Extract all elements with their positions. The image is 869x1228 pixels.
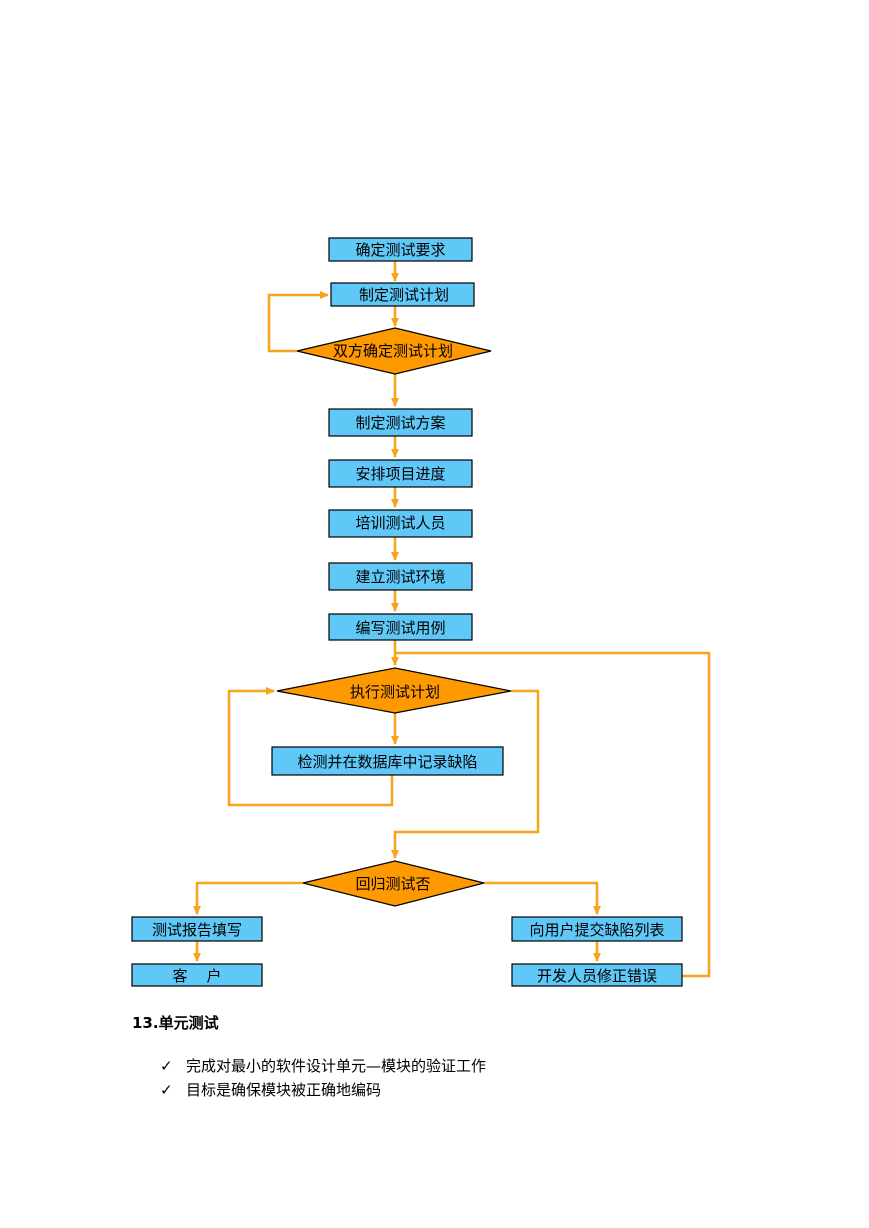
node-label: 制定测试计划 (359, 286, 449, 304)
bullet-list: ✓ 完成对最小的软件设计单元—模块的验证工作 ✓ 目标是确保模块被正确地编码 (160, 1054, 486, 1102)
node-make-test-scheme: 制定测试方案 (328, 408, 473, 437)
node-label: 建立测试环境 (355, 568, 445, 586)
arrow-detect-loop-back (227, 687, 394, 807)
node-train-testers: 培训测试人员 (328, 509, 473, 538)
checkmark-icon: ✓ (160, 1081, 173, 1099)
node-write-test-cases: 编写测试用例 (328, 613, 473, 641)
node-label: 双方确定测试计划 (333, 342, 453, 360)
arrow-fix-loop-back (395, 651, 711, 978)
node-detect-and-record: 检测并在数据库中记录缺陷 (271, 746, 504, 776)
section-heading: 13.单元测试 (132, 1014, 219, 1032)
arrow-agree-loop-back (267, 291, 329, 353)
node-label: 执行测试计划 (350, 683, 440, 701)
node-regression-test: 回归测试否 (302, 860, 485, 907)
checkmark-icon: ✓ (160, 1057, 173, 1075)
node-make-test-plan: 制定测试计划 (330, 282, 475, 307)
node-fill-test-report: 测试报告填写 (131, 916, 263, 942)
node-agree-test-plan: 双方确定测试计划 (296, 327, 492, 375)
node-label: 向用户提交缺陷列表 (529, 921, 664, 939)
node-label: 安排项目进度 (355, 465, 445, 483)
node-label: 回归测试否 (355, 875, 430, 893)
list-item: ✓ 完成对最小的软件设计单元—模块的验证工作 (160, 1054, 486, 1078)
node-label: 测试报告填写 (152, 921, 242, 939)
node-schedule-project: 安排项目进度 (328, 459, 473, 488)
node-label: 客 户 (172, 967, 221, 985)
node-label: 培训测试人员 (355, 514, 445, 532)
test-process-flowchart: 确定测试要求 制定测试计划 双方确定测试计划 制定测试方案 安排项目进度 培训测… (131, 237, 711, 987)
node-developers-fix-errors: 开发人员修正错误 (511, 963, 683, 987)
node-label: 确定测试要求 (355, 241, 445, 259)
node-customer: 客 户 (131, 963, 263, 987)
arrow-regression-to-submit (484, 881, 601, 915)
node-submit-defect-list: 向用户提交缺陷列表 (511, 916, 683, 942)
node-label: 制定测试方案 (355, 414, 445, 432)
node-label: 开发人员修正错误 (537, 967, 657, 985)
node-label: 检测并在数据库中记录缺陷 (297, 753, 477, 771)
list-item-text: 目标是确保模块被正确地编码 (186, 1081, 382, 1099)
list-item-text: 完成对最小的软件设计单元—模块的验证工作 (186, 1057, 487, 1075)
arrow-execute-to-regression (391, 689, 540, 859)
arrow-regression-to-report (193, 881, 303, 915)
node-label: 编写测试用例 (355, 619, 445, 637)
node-build-environment: 建立测试环境 (328, 562, 473, 591)
flow-connectors (193, 261, 711, 978)
node-confirm-requirements: 确定测试要求 (328, 237, 473, 262)
list-item: ✓ 目标是确保模块被正确地编码 (160, 1078, 486, 1102)
node-execute-test-plan: 执行测试计划 (276, 667, 512, 714)
